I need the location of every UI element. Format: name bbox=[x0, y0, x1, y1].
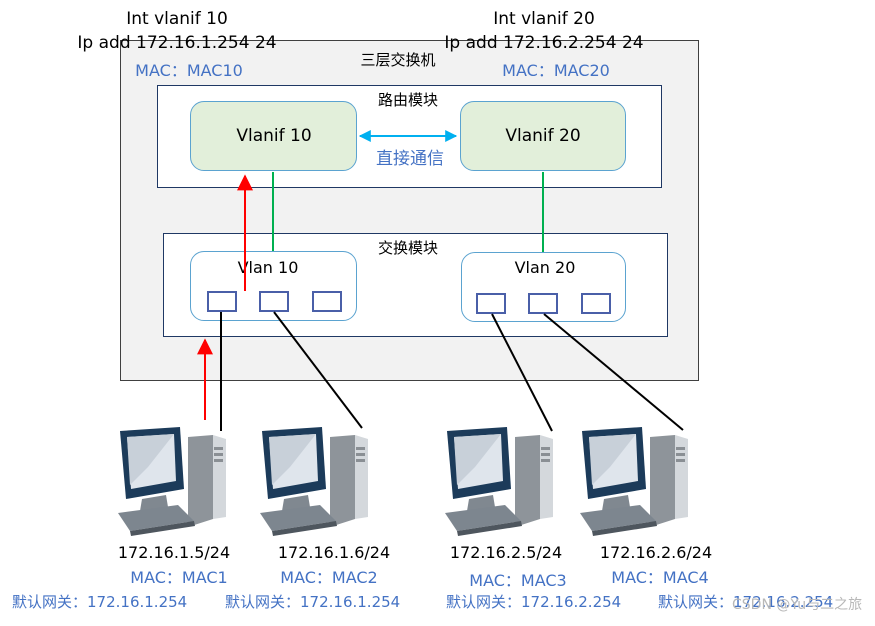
vlanif10-mac: MAC：MAC10 bbox=[135, 61, 243, 80]
switch-title: 三层交换机 bbox=[360, 51, 436, 69]
vlanif20-config-line2: Ip add 172.16.2.254 24 bbox=[444, 33, 644, 53]
computer-icon bbox=[260, 427, 368, 536]
computer-icon bbox=[580, 427, 688, 536]
port-icon bbox=[207, 291, 237, 312]
port-icon bbox=[259, 291, 289, 312]
host2-gateway: 默认网关：172.16.1.254 bbox=[225, 593, 401, 611]
host2-ip: 172.16.1.6/24 bbox=[277, 543, 391, 562]
port-icon bbox=[528, 293, 558, 314]
vlanif20-node bbox=[460, 101, 626, 171]
host4-ip: 172.16.2.6/24 bbox=[599, 543, 713, 562]
vlan20-label: Vlan 20 bbox=[514, 258, 576, 277]
port-icon bbox=[476, 293, 506, 314]
cable-host4 bbox=[543, 313, 684, 431]
host4-gateway: 默认网关：172.16.2.254 bbox=[658, 593, 834, 611]
port-icon bbox=[312, 291, 342, 312]
routing-module-title: 路由模块 bbox=[377, 91, 439, 109]
computer-icon bbox=[118, 427, 226, 536]
vlanif20-mac: MAC：MAC20 bbox=[502, 61, 610, 80]
host1-mac: MAC：MAC1 bbox=[130, 568, 228, 587]
vlanif10-config-line1: Int vlanif 10 bbox=[126, 9, 228, 29]
cable-host2 bbox=[273, 311, 363, 429]
watermark: CSDN @Yu与二之旅 bbox=[732, 597, 863, 613]
host2-mac: MAC：MAC2 bbox=[280, 568, 378, 587]
host1-ip: 172.16.1.5/24 bbox=[117, 543, 231, 562]
vlan10-label: Vlan 10 bbox=[237, 258, 299, 277]
vlanif20-config-line1: Int vlanif 20 bbox=[493, 9, 595, 29]
direct-link-label: 直接通信 bbox=[376, 149, 444, 169]
vlanif20-label: Vlanif 20 bbox=[505, 126, 581, 146]
vlanif10-node bbox=[190, 101, 357, 171]
host3-gateway: 默认网关：172.16.2.254 bbox=[446, 593, 622, 611]
switching-module-title: 交换模块 bbox=[377, 239, 439, 257]
vlanif10-config-line2: Ip add 172.16.1.254 24 bbox=[77, 33, 277, 53]
host1-gateway: 默认网关：172.16.1.254 bbox=[12, 593, 188, 611]
computer-icon bbox=[445, 427, 553, 536]
host3-ip: 172.16.2.5/24 bbox=[449, 543, 563, 562]
host3-mac: MAC：MAC3 bbox=[469, 571, 567, 590]
cable-host3 bbox=[491, 313, 553, 432]
vlanif10-label: Vlanif 10 bbox=[236, 126, 312, 146]
port-icon bbox=[581, 293, 611, 314]
host4-mac: MAC：MAC4 bbox=[611, 568, 709, 587]
